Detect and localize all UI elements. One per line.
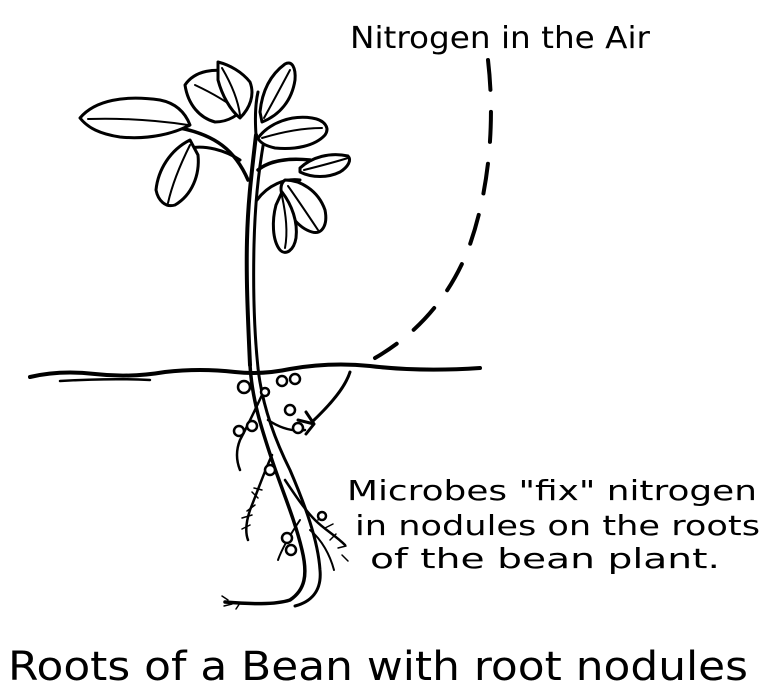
nodule: [234, 426, 244, 436]
nodule: [265, 465, 275, 475]
soil-line: [30, 365, 480, 377]
nodule: [318, 512, 326, 520]
soil-line-inner: [60, 379, 150, 381]
leaf-right-upper: [258, 117, 327, 148]
leaf-left: [80, 98, 190, 138]
diagram-caption: Roots of a Bean with root nodules: [8, 644, 748, 690]
root-hairs-left: [242, 488, 262, 529]
nitrogen-dashed-path: [375, 60, 491, 358]
leaf-left-lower: [156, 140, 198, 206]
nodule: [285, 405, 295, 415]
nodule: [277, 376, 287, 386]
nodule: [238, 381, 250, 393]
leaf-right-middle: [300, 155, 350, 177]
nodule: [290, 374, 300, 384]
nitrogen-arrow-line: [312, 372, 350, 422]
nodule: [282, 533, 292, 543]
microbes-label-line1: Microbes "fix" nitrogen: [347, 474, 757, 507]
air-label: Nitrogen in the Air: [350, 21, 651, 56]
nodule: [261, 388, 269, 396]
branch-top: [255, 92, 258, 135]
nodule: [247, 421, 257, 431]
microbes-label-line2: in nodules on the roots: [355, 509, 760, 542]
nodule: [293, 423, 303, 433]
microbes-label-line3: of the bean plant.: [370, 542, 720, 575]
nodule: [286, 545, 296, 555]
stem-outline: [254, 140, 264, 368]
leaf-top-right: [260, 63, 295, 122]
